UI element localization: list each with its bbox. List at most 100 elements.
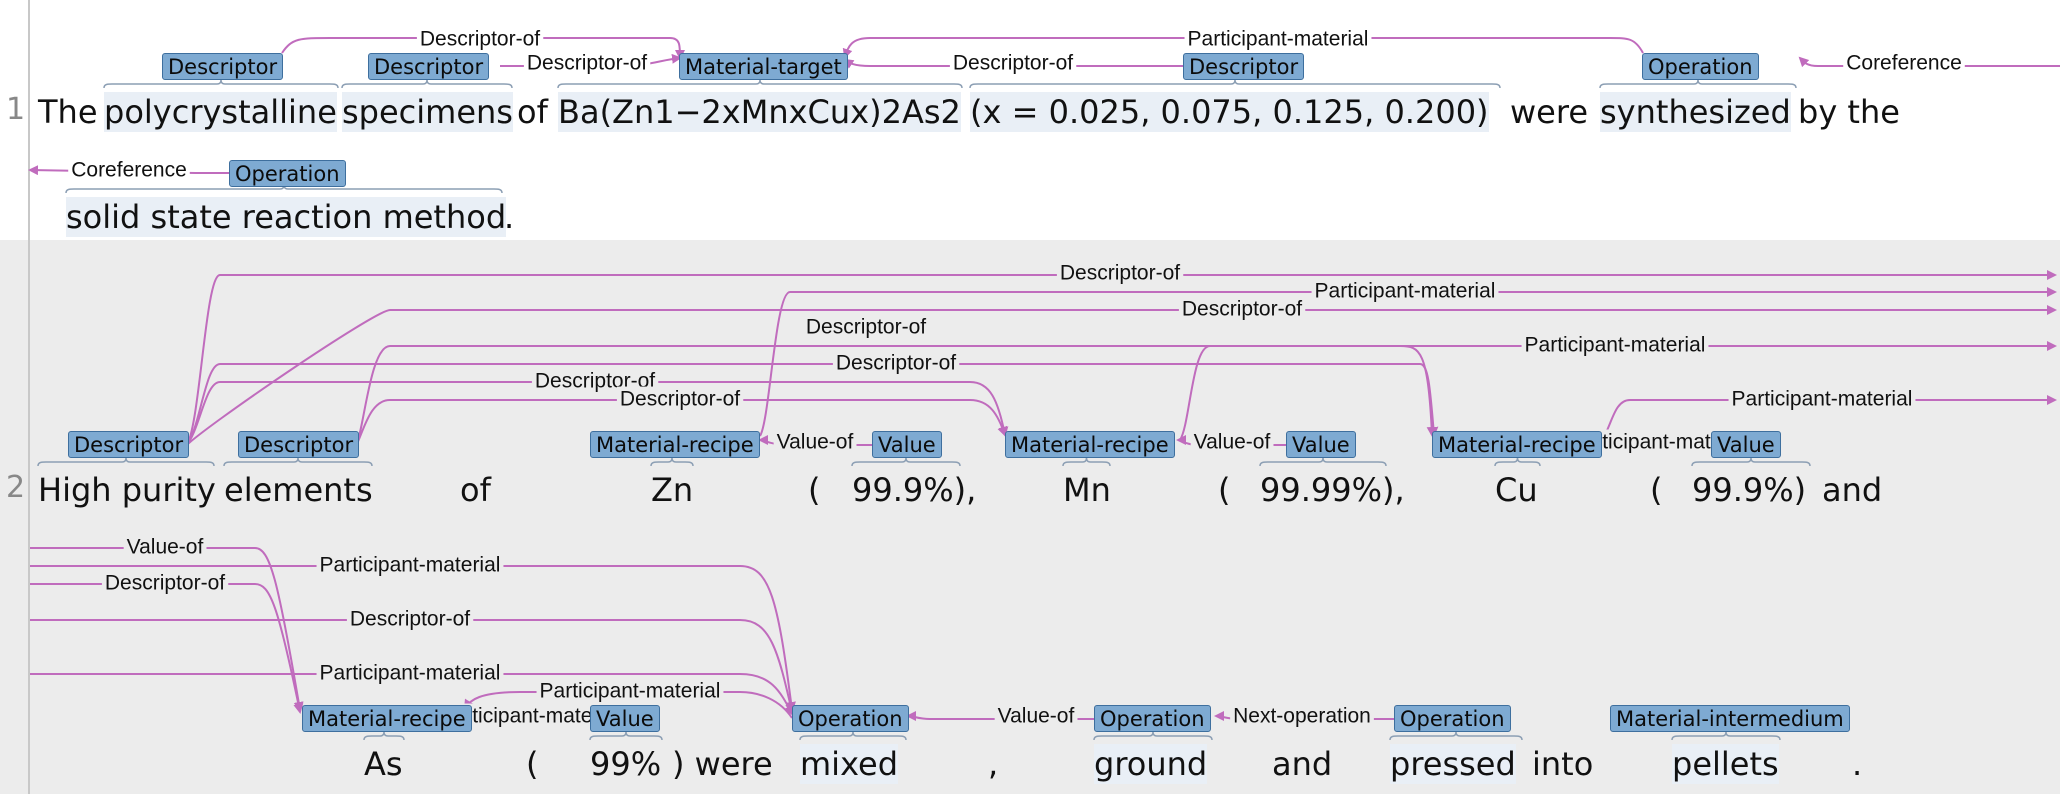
token-value-mn[interactable]: 99.99%),	[1260, 471, 1405, 509]
entity-operation[interactable]: Operation	[792, 705, 909, 732]
entity-descriptor[interactable]: Descriptor	[238, 431, 360, 458]
entity-value[interactable]: Value	[872, 431, 942, 458]
relation-label[interactable]: Value-of	[777, 431, 854, 454]
relation-arc	[30, 583, 304, 714]
relation-label-bg	[1184, 26, 1372, 52]
token-paren: (	[1650, 471, 1663, 509]
token-and: and	[1272, 745, 1333, 783]
relation-label[interactable]: Coreference	[71, 159, 187, 182]
relation-label[interactable]: Descriptor-of	[1060, 262, 1180, 285]
token-mn[interactable]: Mn	[1063, 471, 1111, 509]
entity-value[interactable]: Value	[1711, 431, 1781, 458]
relation-label-bg	[316, 660, 504, 686]
token-material-formula[interactable]: Ba(Zn1−2xMnxCux)2As2	[558, 92, 961, 132]
token-mixed[interactable]: mixed	[800, 744, 899, 784]
relation-label-bg	[536, 678, 724, 704]
entity-descriptor[interactable]: Descriptor	[68, 431, 190, 458]
relation-label-bg	[1728, 386, 1916, 412]
relation-arc	[1179, 341, 2057, 441]
token-into: into	[1532, 745, 1594, 783]
entity-descriptor[interactable]: Descriptor	[368, 53, 490, 80]
relation-label-bg	[1311, 278, 1499, 304]
relation-arc	[30, 619, 796, 714]
relation-arc	[1798, 56, 2060, 68]
token-value-cu[interactable]: 99.9%)	[1692, 471, 1807, 509]
relation-label[interactable]: Participant-material	[440, 705, 621, 728]
relation-label[interactable]: Participant-material	[320, 554, 501, 577]
relation-label-bg	[832, 350, 960, 376]
token-were: were	[1510, 93, 1588, 131]
entity-material-recipe[interactable]: Material-recipe	[302, 705, 472, 732]
token-high-purity[interactable]: High purity	[38, 471, 216, 509]
relation-label[interactable]: Descriptor-of	[105, 572, 225, 595]
relation-label[interactable]: Participant-material	[1315, 280, 1496, 303]
entity-operation[interactable]: Operation	[1642, 53, 1759, 80]
relation-label[interactable]: Participant-material	[1525, 334, 1706, 357]
entity-material-recipe[interactable]: Material-recipe	[1432, 431, 1602, 458]
entity-value[interactable]: Value	[590, 705, 660, 732]
relation-label-bg	[101, 570, 229, 596]
token-polycrystalline[interactable]: polycrystalline	[104, 92, 337, 132]
token-pellets[interactable]: pellets	[1672, 744, 1779, 784]
entity-operation[interactable]: Operation	[1394, 705, 1511, 732]
relation-arc	[185, 305, 2057, 447]
token-zn[interactable]: Zn	[651, 471, 694, 509]
relation-label[interactable]: Descriptor-of	[836, 352, 956, 375]
entity-material-target[interactable]: Material-target	[679, 53, 848, 80]
relation-label[interactable]: Next-operation	[1233, 705, 1371, 728]
relation-label-bg	[1056, 260, 1184, 286]
token-composition-values[interactable]: (x = 0.025, 0.075, 0.125, 0.200)	[970, 92, 1489, 132]
relation-label[interactable]: Descriptor-of	[953, 52, 1073, 75]
token-the: The	[38, 93, 98, 131]
relation-label[interactable]: Value-of	[998, 705, 1075, 728]
relation-label[interactable]: Participant-material	[1570, 431, 1751, 454]
entity-value[interactable]: Value	[1286, 431, 1356, 458]
entity-operation[interactable]: Operation	[1094, 705, 1211, 732]
relation-label-bg	[1178, 296, 1306, 322]
relation-label-bg	[346, 606, 474, 632]
entity-material-recipe[interactable]: Material-recipe	[590, 431, 760, 458]
entity-material-recipe[interactable]: Material-recipe	[1005, 431, 1175, 458]
entity-descriptor[interactable]: Descriptor	[162, 53, 284, 80]
entity-material-intermedium[interactable]: Material-intermedium	[1610, 705, 1850, 732]
relation-arc	[355, 399, 1008, 447]
token-period: .	[1852, 745, 1863, 783]
relation-label[interactable]: Descriptor-of	[420, 28, 540, 51]
relation-label-bg	[523, 50, 651, 76]
token-solid-state-reaction-method[interactable]: solid state reaction method	[66, 197, 507, 237]
relation-label[interactable]: Participant-material	[1188, 28, 1369, 51]
relation-label-bg	[316, 552, 504, 578]
token-value-as[interactable]: 99%	[590, 745, 662, 783]
token-elements[interactable]: elements	[224, 471, 373, 509]
relation-label[interactable]: Descriptor-of	[620, 388, 740, 411]
relation-label[interactable]: Value-of	[127, 536, 204, 559]
token-cu[interactable]: Cu	[1495, 471, 1538, 509]
relation-label[interactable]: Participant-material	[320, 662, 501, 685]
relation-label[interactable]: Descriptor-of	[806, 316, 926, 339]
relation-label[interactable]: Value-of	[1194, 431, 1271, 454]
token-comma: ,	[988, 745, 999, 783]
relation-arc	[185, 363, 1439, 447]
relation-label[interactable]: Descriptor-of	[350, 608, 470, 631]
token-ground[interactable]: ground	[1094, 744, 1208, 784]
token-synthesized[interactable]: synthesized	[1600, 92, 1791, 132]
relation-label[interactable]: Descriptor-of	[1182, 298, 1302, 321]
relation-label[interactable]: Coreference	[1846, 52, 1962, 75]
relation-arc	[30, 547, 304, 712]
token-of: of	[460, 471, 491, 509]
relation-label[interactable]: Participant-material	[1732, 388, 1913, 411]
relation-arc	[185, 381, 1009, 447]
relation-label-bg	[123, 534, 207, 560]
token-as[interactable]: As	[364, 745, 403, 783]
token-specimens[interactable]: specimens	[342, 92, 513, 132]
entity-descriptor[interactable]: Descriptor	[1183, 53, 1305, 80]
entity-operation[interactable]: Operation	[229, 160, 346, 187]
token-pressed[interactable]: pressed	[1390, 744, 1516, 784]
relation-label-bg	[1843, 50, 1965, 76]
relation-arc	[185, 270, 2057, 447]
token-value-zn[interactable]: 99.9%),	[852, 471, 977, 509]
relation-label[interactable]: Descriptor-of	[527, 52, 647, 75]
relation-label[interactable]: Participant-material	[540, 680, 721, 703]
token-period: .	[504, 198, 515, 236]
